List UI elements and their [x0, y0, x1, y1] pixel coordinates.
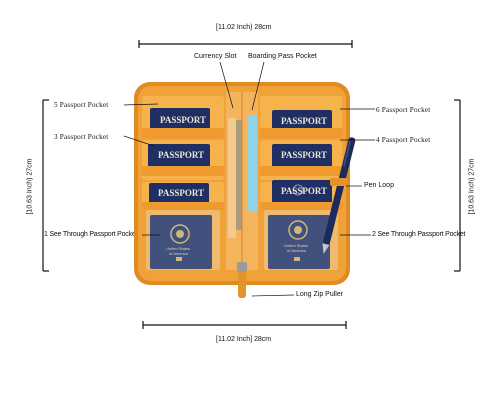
chip-icon — [294, 257, 300, 261]
pen-loop — [330, 178, 348, 186]
passport-country-line1-left: United States — [166, 246, 191, 251]
see-through-pocket-2-label: 2 See Through Passport Pocket — [372, 231, 466, 238]
passport-pocket-6-label: 6 Passport Pocket — [376, 106, 431, 114]
zip-slider — [237, 262, 247, 272]
passport-country-line1-right: United States — [284, 243, 309, 248]
see-through-pocket-1-label: 1 See Through Passport Pocket — [44, 231, 138, 238]
passport-title-6: PASSPORT — [281, 116, 328, 126]
dimension-lines — [42, 40, 461, 329]
passport-title-5: PASSPORT — [160, 115, 207, 125]
pen — [322, 137, 356, 254]
leader-lines — [123, 61, 375, 297]
passport-pocket-4-label: 4 Passport Pocket — [376, 136, 431, 144]
width-top-label: [11.02 Inch) 28cm — [216, 24, 272, 31]
passport-title-4: PASSPORT — [281, 150, 328, 160]
passport-seal-icon — [288, 220, 308, 240]
wallet — [134, 82, 356, 298]
passport-title-1: PASSPORT — [158, 188, 205, 198]
passport-title-3: PASSPORT — [158, 150, 205, 160]
boarding-pass — [248, 116, 257, 212]
passport-country-line2-right: of America — [287, 248, 306, 253]
chip-icon — [176, 257, 182, 261]
passport-pocket-5-label: 5 Passport Pocket — [54, 101, 109, 109]
pen-loop-label: Pen Loop — [364, 182, 394, 189]
passport-seal-icon — [170, 224, 190, 244]
boarding-pass-pocket-label: Boarding Pass Pocket — [248, 53, 317, 60]
long-zip-puller-label: Long Zip Puller — [296, 291, 344, 298]
passport-country-line2-left: of America — [169, 251, 188, 256]
currency-note — [236, 120, 242, 230]
currency-slot-label: Currency Slot — [194, 53, 237, 60]
passport-pocket-3-label: 3 Passport Pocket — [54, 133, 109, 141]
currency-slot — [228, 118, 236, 238]
width-bottom-label: [11.02 Inch] 28cm — [216, 336, 272, 343]
zip-puller-icon — [238, 272, 246, 298]
passport-title-2: PASSPORT — [281, 186, 328, 196]
